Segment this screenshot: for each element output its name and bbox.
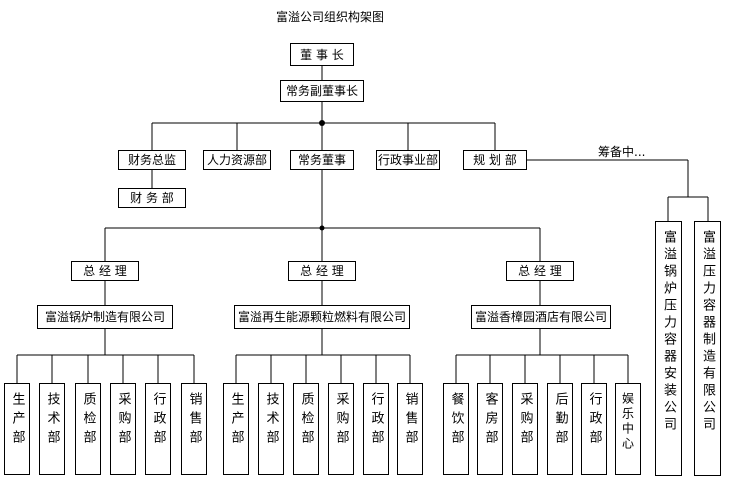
department-box: 餐饮部 (443, 383, 469, 475)
preparing-note: 筹备中... (598, 145, 646, 159)
department-box: 技术部 (39, 383, 65, 475)
department-box: 后勤部 (547, 383, 573, 475)
preparing-company-1: 富溢锅炉压力容器安装公司 (655, 221, 682, 476)
department-label: 餐饮部 (448, 392, 464, 449)
preparing-company-2-label: 富溢压力容器制造有限公司 (700, 230, 715, 434)
department-box: 行政部 (363, 383, 389, 475)
department-label: 销售部 (186, 392, 202, 449)
chairman-box: 董 事 长 (290, 43, 354, 66)
preparing-company-2: 富溢压力容器制造有限公司 (694, 221, 721, 476)
department-box: 采购部 (328, 383, 354, 475)
department-label: 销售部 (402, 392, 418, 449)
executive-director-box: 常务董事 (290, 150, 354, 170)
department-box: 娱乐中心 (615, 383, 641, 475)
department-label: 技术部 (44, 392, 60, 449)
gm-box-1: 总 经 理 (71, 261, 139, 281)
department-box: 销售部 (397, 383, 423, 475)
department-label: 采购部 (333, 392, 349, 449)
department-label: 采购部 (115, 392, 131, 449)
planning-box: 规 划 部 (463, 150, 527, 170)
vice-chairman-box: 常务副董事长 (280, 80, 364, 102)
hr-box: 人力资源部 (203, 150, 271, 170)
department-box: 行政部 (145, 383, 171, 475)
department-label: 行政部 (150, 392, 166, 449)
department-label: 生产部 (228, 392, 244, 449)
gm-box-3: 总 经 理 (506, 261, 574, 281)
company-box-1: 富溢锅炉制造有限公司 (37, 305, 173, 329)
admin-affairs-box: 行政事业部 (376, 150, 440, 170)
gm-box-2: 总 经 理 (288, 261, 356, 281)
department-box: 质检部 (293, 383, 319, 475)
chart-title: 富溢公司组织构架图 (275, 10, 384, 24)
department-box: 销售部 (181, 383, 207, 475)
department-box: 采购部 (512, 383, 538, 475)
department-box: 质检部 (75, 383, 101, 475)
department-label: 后勤部 (552, 392, 568, 449)
department-box: 技术部 (258, 383, 284, 475)
preparing-company-1-label: 富溢锅炉压力容器安装公司 (661, 230, 676, 434)
department-label: 生产部 (9, 392, 25, 449)
department-label: 行政部 (586, 392, 602, 449)
department-label: 客房部 (482, 392, 498, 449)
company-box-2: 富溢再生能源颗粒燃料有限公司 (234, 305, 410, 329)
department-box: 生产部 (4, 383, 30, 475)
department-box: 采购部 (110, 383, 136, 475)
department-label: 质检部 (80, 392, 96, 449)
finance-director-box: 财务总监 (118, 150, 186, 170)
department-box: 生产部 (223, 383, 249, 475)
finance-dept-box: 财 务 部 (118, 188, 186, 208)
department-label: 娱乐中心 (620, 392, 635, 452)
department-label: 技术部 (263, 392, 279, 449)
department-label: 质检部 (298, 392, 314, 449)
department-label: 采购部 (517, 392, 533, 449)
department-box: 行政部 (581, 383, 607, 475)
department-label: 行政部 (368, 392, 384, 449)
department-box: 客房部 (477, 383, 503, 475)
company-box-3: 富溢香樟园酒店有限公司 (471, 305, 611, 329)
